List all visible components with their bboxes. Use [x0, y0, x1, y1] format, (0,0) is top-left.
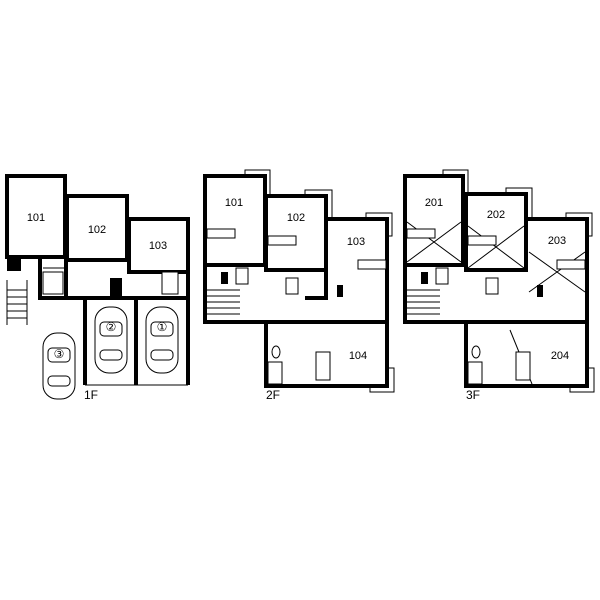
room-label-2f-101: 101 [225, 197, 243, 209]
car-slot-3 [42, 332, 76, 400]
room-label-1f-102: 102 [88, 224, 106, 236]
floor-label-2f: 2F [266, 388, 280, 402]
room-label-3f-202: 202 [487, 209, 505, 221]
parking-label-2: ② [106, 320, 117, 334]
floor-1f: 101 102 103 ① ② ③ 1F [5, 174, 190, 402]
stairs-1f [6, 280, 28, 325]
room-label-3f-203: 203 [548, 235, 566, 247]
stairs-2f [207, 289, 240, 315]
room-label-3f-201: 201 [425, 197, 443, 209]
room-label-1f-103: 103 [149, 240, 167, 252]
car-slot-1 [145, 306, 179, 374]
room-label-1f-101: 101 [27, 212, 45, 224]
floor-label-1f: 1F [84, 388, 98, 402]
floor-3f: 201 202 203 204 3F [403, 169, 595, 402]
parking-label-1: ① [157, 320, 168, 334]
parking-label-3: ③ [54, 347, 65, 361]
room-label-2f-102: 102 [287, 212, 305, 224]
floor-2f: 101 102 103 104 2F [203, 169, 395, 402]
stairs-3f [407, 289, 440, 315]
room-label-2f-103: 103 [347, 236, 365, 248]
car-slot-2 [94, 306, 128, 374]
room-label-3f-204: 204 [551, 350, 569, 362]
floor-label-3f: 3F [466, 388, 480, 402]
room-label-2f-104: 104 [349, 350, 367, 362]
